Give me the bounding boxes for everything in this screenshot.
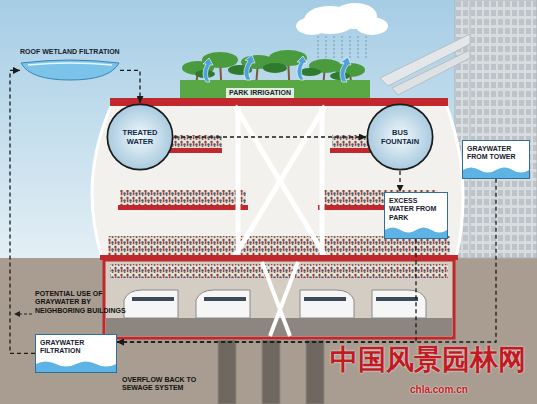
- station-illustration-part-part: [297, 56, 307, 80]
- station-illustration-part-part: [235, 106, 325, 256]
- station-illustration-part: [120, 190, 246, 205]
- water-box: EXCESS WATER FROM PARK: [384, 192, 448, 239]
- station-illustration-part: [180, 80, 370, 98]
- station-illustration-part-part: [304, 297, 346, 301]
- wave-shape: [385, 228, 447, 239]
- station-illustration-part: [203, 55, 351, 82]
- station-illustration-part-part: [296, 17, 328, 35]
- filtration-node: ROOF WETLAND FILTRATION: [20, 48, 120, 81]
- node-title: EXCESS WATER FROM PARK: [389, 197, 443, 222]
- station-illustration-part: [392, 50, 470, 95]
- node-title: BUS FOUNTAIN: [366, 128, 434, 146]
- station-illustration-part: [92, 104, 463, 258]
- water-wave: [463, 165, 529, 178]
- flow-arrow: [120, 70, 140, 103]
- station-illustration-part-part: [300, 290, 354, 318]
- station-illustration-part: [14, 311, 32, 317]
- wetland-shape: [20, 59, 120, 81]
- water-wave: [385, 225, 447, 238]
- wetland-svg: [20, 59, 120, 81]
- water-box: GRAYWATER FILTRATION: [35, 334, 117, 373]
- flow-arrow: [10, 70, 35, 353]
- water-wave: [36, 359, 116, 372]
- node-title: ROOF WETLAND FILTRATION: [20, 48, 120, 56]
- water-circle: TREATED WATER: [106, 103, 174, 171]
- station-illustration-part-part: [203, 58, 213, 82]
- station-illustration-part: [262, 262, 298, 336]
- station-illustration-part-part: [299, 68, 321, 76]
- station-illustration-part-part: [236, 106, 241, 256]
- wetland-basin: [21, 60, 119, 80]
- station-illustration-part: [0, 258, 537, 404]
- station-illustration-part-part: [244, 55, 255, 80]
- wave-shape: [36, 361, 116, 372]
- station-illustration-part: [296, 3, 388, 35]
- station-illustration-part-part: [306, 340, 324, 404]
- flow-arrow: [399, 171, 400, 192]
- station-illustration-part-part: [235, 106, 325, 256]
- station-illustration-part-part: [132, 297, 174, 301]
- note-label: POTENTIAL USE OF GRAYWATER BY NEIGHBORIN…: [35, 290, 129, 315]
- station-illustration-part-part: [356, 17, 388, 35]
- station-illustration-part: [110, 264, 448, 278]
- station-illustration-part-part: [204, 297, 246, 301]
- flow-arrow: [174, 136, 366, 137]
- station-illustration-part: [106, 318, 452, 336]
- flow-arrow: [117, 239, 416, 342]
- station-illustration-part-part: [270, 262, 298, 336]
- wetland-surface: [28, 63, 112, 65]
- station-illustration-part: [235, 106, 325, 256]
- station-illustration-part-part: [14, 311, 20, 317]
- station-illustration-part: [195, 63, 350, 80]
- station-illustration-part: [218, 340, 324, 404]
- node-title: GRAYWATER FILTRATION: [40, 339, 112, 356]
- station-illustration-part: [318, 36, 366, 60]
- station-illustration-part-part: [372, 290, 426, 318]
- water-circle: BUS FOUNTAIN: [366, 103, 434, 171]
- flow-arrow: [117, 179, 496, 342]
- station-illustration-part-part: [376, 297, 418, 301]
- station-illustration-part-part: [262, 340, 280, 404]
- station-illustration-part-part: [350, 36, 351, 58]
- station-illustration-part: [0, 0, 537, 258]
- station-illustration-part: [118, 205, 248, 210]
- station-illustration-part-part: [124, 290, 178, 318]
- station-illustration-part-part: [196, 290, 250, 318]
- station-illustration-part-part: [218, 340, 236, 404]
- station-illustration-part-part: [320, 106, 325, 256]
- water-box: GRAYWATER FROM TOWER: [462, 140, 530, 179]
- station-illustration-part: [104, 260, 454, 338]
- node-title: TREATED WATER: [106, 128, 174, 146]
- station-illustration-part-part: [318, 36, 319, 58]
- station-illustration-part-part: [340, 57, 351, 82]
- watermark: chla.com.cn: [410, 384, 468, 395]
- station-illustration-part-part: [342, 36, 343, 60]
- node-title: GRAYWATER FROM TOWER: [467, 145, 525, 162]
- station-illustration-part-part: [326, 36, 327, 60]
- station-illustration-part-part: [20, 313, 32, 314]
- station-illustration-part: [124, 290, 426, 318]
- station-illustration-part-part: [263, 63, 287, 73]
- note-label: PARK IRRIGATION: [226, 88, 294, 98]
- station-illustration-part-part: [366, 36, 367, 58]
- station-illustration-part: [132, 297, 418, 301]
- station-illustration-part: [168, 148, 222, 153]
- station-illustration-part-part: [334, 36, 335, 58]
- station-illustration-part-part: [358, 36, 359, 60]
- note-label: OVERFLOW BACK TO SEWAGE SYSTEM: [122, 376, 206, 393]
- watermark: 中国风景园林网: [330, 346, 526, 374]
- wave-shape: [463, 167, 529, 178]
